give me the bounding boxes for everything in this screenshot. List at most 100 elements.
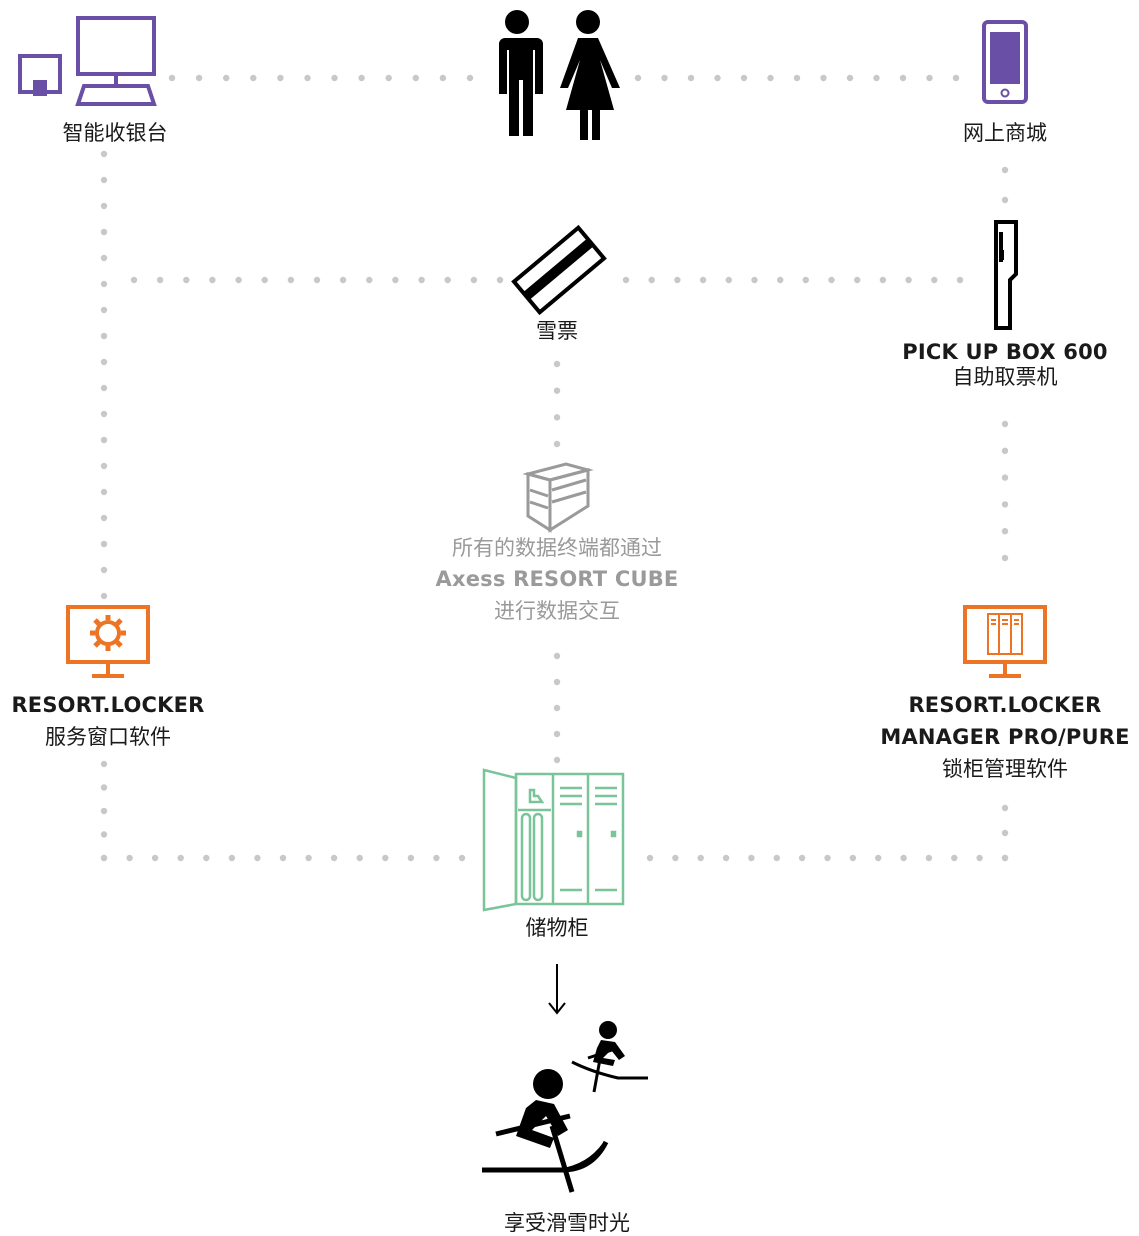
monitor-locker-icon bbox=[963, 605, 1047, 678]
connector-dot bbox=[458, 854, 466, 862]
connector-dot bbox=[100, 254, 108, 262]
connector-dot bbox=[672, 854, 679, 862]
connector-dot bbox=[209, 276, 216, 284]
connector-dot bbox=[100, 831, 108, 838]
connector-dot bbox=[1001, 166, 1009, 174]
connector-dot bbox=[223, 74, 230, 82]
locker-service-title: RESORT.LOCKER bbox=[11, 693, 205, 717]
connector-dot bbox=[956, 276, 964, 284]
connector-dot bbox=[358, 74, 365, 82]
connector-dot bbox=[261, 276, 268, 284]
connector-dot bbox=[100, 488, 108, 496]
connector-dot bbox=[828, 276, 835, 284]
cube-text-line1: 所有的数据终端都通过 bbox=[452, 536, 662, 560]
connector-dot bbox=[553, 704, 561, 712]
connector-dot bbox=[722, 854, 730, 862]
connector-dot bbox=[470, 276, 478, 284]
connector-dot bbox=[100, 854, 108, 862]
connector-dot bbox=[407, 854, 415, 862]
connector-dot bbox=[553, 652, 561, 660]
connector-dot bbox=[976, 854, 983, 862]
connector-dot bbox=[100, 760, 108, 768]
connector-dot bbox=[646, 854, 654, 862]
connector-dot bbox=[100, 280, 108, 288]
connector-dot bbox=[254, 854, 261, 862]
connector-dot bbox=[553, 360, 561, 368]
connector-dot bbox=[952, 74, 960, 82]
connector-dot bbox=[100, 306, 108, 314]
connector-dot bbox=[553, 730, 561, 738]
connector-dot bbox=[1001, 854, 1009, 862]
connector-dot bbox=[412, 74, 419, 82]
connector-dot bbox=[100, 384, 108, 392]
connector-dot bbox=[100, 540, 108, 548]
connector-dot bbox=[195, 74, 203, 82]
connector-dot bbox=[100, 150, 108, 158]
connector-dot bbox=[553, 678, 561, 686]
connector-dot bbox=[900, 854, 907, 862]
connector-dot bbox=[820, 74, 827, 82]
connector-dot bbox=[496, 276, 504, 284]
lockers-label: 储物柜 bbox=[525, 916, 589, 940]
connector-dot bbox=[1001, 420, 1009, 428]
connector-dot bbox=[748, 854, 755, 862]
connector-dot bbox=[1001, 196, 1009, 204]
connector-dot bbox=[100, 566, 108, 574]
locker-cabinet-icon bbox=[482, 768, 625, 912]
connector-dot bbox=[130, 276, 138, 284]
connector-dot bbox=[100, 358, 108, 366]
connector-dot bbox=[879, 276, 887, 284]
connector-dot bbox=[1001, 804, 1009, 812]
connector-dots bbox=[100, 74, 1009, 862]
connector-dot bbox=[905, 276, 912, 284]
connector-dot bbox=[100, 592, 108, 600]
connector-dot bbox=[925, 854, 933, 862]
connector-dot bbox=[203, 854, 210, 862]
connector-dot bbox=[100, 228, 108, 236]
kiosk-icon bbox=[994, 220, 1018, 330]
connector-dot bbox=[100, 436, 108, 444]
connector-dot bbox=[802, 276, 809, 284]
connector-dot bbox=[183, 276, 190, 284]
connector-dot bbox=[751, 276, 758, 284]
connector-dot bbox=[100, 202, 108, 210]
connector-dot bbox=[1001, 447, 1009, 454]
connector-dot bbox=[100, 807, 108, 815]
connector-dot bbox=[287, 276, 295, 284]
pos-label: 智能收银台 bbox=[62, 121, 168, 145]
locker-manager-title-2: MANAGER PRO/PURE bbox=[880, 725, 1130, 749]
connector-dot bbox=[873, 74, 880, 82]
locker-manager-title-1: RESORT.LOCKER bbox=[908, 693, 1102, 717]
connector-dot bbox=[926, 74, 933, 82]
connector-dot bbox=[100, 514, 108, 522]
connector-dot bbox=[648, 276, 655, 284]
connector-dot bbox=[250, 74, 257, 82]
locker-service-label: 服务窗口软件 bbox=[45, 725, 171, 749]
connector-dot bbox=[356, 854, 363, 862]
connector-dot bbox=[553, 387, 561, 394]
connector-dot bbox=[100, 784, 108, 791]
connector-dot bbox=[277, 74, 284, 82]
connector-dot bbox=[849, 854, 857, 862]
connector-dot bbox=[674, 276, 681, 284]
connector-dot bbox=[1001, 528, 1009, 535]
pickup-label: 自助取票机 bbox=[952, 365, 1058, 389]
connector-dot bbox=[777, 276, 784, 284]
connector-dot bbox=[382, 854, 389, 862]
connector-dot bbox=[824, 854, 831, 862]
enjoy-label: 享受滑雪时光 bbox=[504, 1211, 630, 1235]
connector-dot bbox=[622, 276, 630, 284]
connector-dot bbox=[697, 854, 704, 862]
computer-pos-icon bbox=[18, 16, 157, 106]
connector-dot bbox=[951, 854, 958, 862]
connector-dot bbox=[854, 276, 861, 284]
connector-dot bbox=[846, 74, 854, 82]
connector-dot bbox=[687, 74, 695, 82]
locker-manager-label: 锁柜管理软件 bbox=[942, 757, 1068, 781]
connector-dot bbox=[931, 276, 938, 284]
connector-dot bbox=[313, 276, 321, 284]
connector-dot bbox=[418, 276, 425, 284]
connector-dot bbox=[444, 276, 451, 284]
connector-dot bbox=[151, 854, 159, 862]
